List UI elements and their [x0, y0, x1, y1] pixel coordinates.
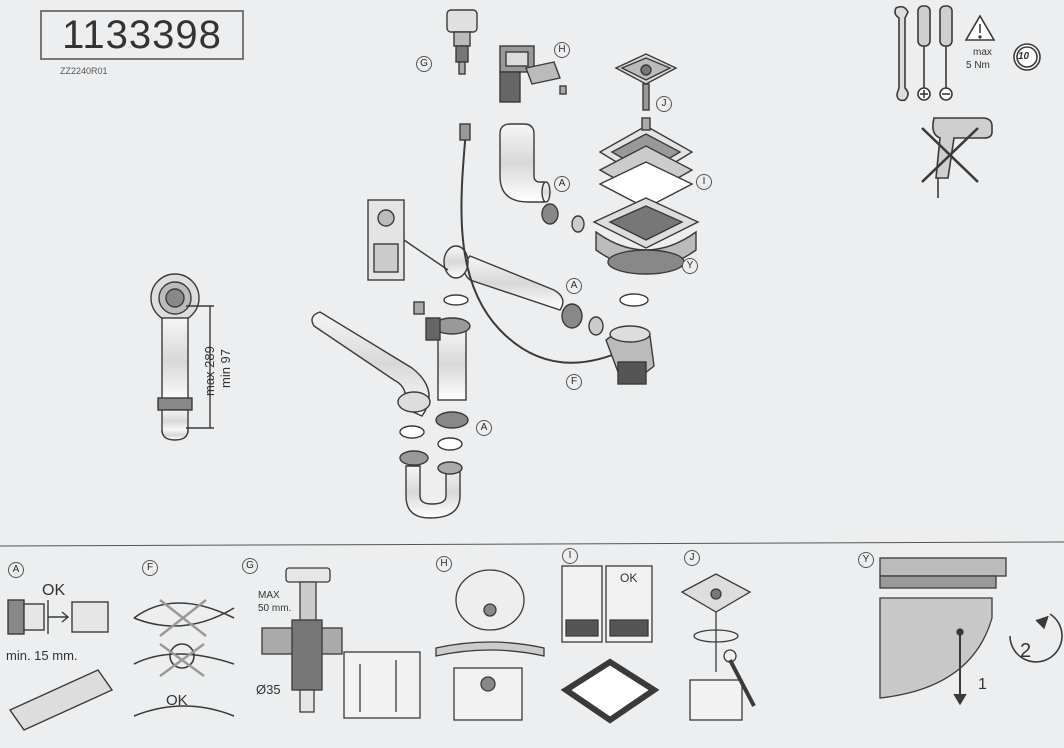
strainer-plates-part-i: [598, 117, 694, 209]
torque-label-value: 5 Nm: [966, 60, 990, 71]
detail-g-diameter: Ø35: [256, 682, 281, 697]
detail-y-drawing: [879, 557, 1063, 706]
section-divider: [0, 541, 1064, 547]
part-number: 1133398: [40, 10, 244, 60]
angled-waste-pipe: [311, 311, 431, 466]
detail-j-drawing: [680, 573, 756, 721]
detail-callout-a: A: [8, 562, 24, 578]
telescopic-pipe-drawing: [150, 273, 214, 441]
detail-callout-j: J: [684, 550, 700, 566]
callout-a-top: A: [554, 176, 570, 192]
overflow-hose: [460, 129, 621, 364]
callout-j: J: [656, 96, 672, 112]
detail-g-drawing: [261, 567, 421, 719]
wrench-icon: [894, 5, 909, 102]
detail-callout-f: F: [142, 560, 158, 576]
detail-a-min-length: min. 15 mm.: [6, 648, 78, 663]
document-code: ZZ2240R01: [60, 66, 108, 76]
sink-basket-part-y: [592, 197, 700, 307]
warning-triangle-icon: [964, 14, 996, 41]
detail-a-drawing: [7, 599, 114, 731]
exploded-assembly: [311, 9, 700, 519]
detail-y-step-2: 2: [1020, 640, 1032, 662]
detail-callout-y: Y: [858, 552, 874, 568]
callout-y: Y: [682, 258, 698, 274]
callout-i: I: [696, 174, 712, 190]
detail-i-ok: OK: [620, 571, 638, 585]
cover-plate-part-j: [614, 53, 678, 111]
dimension-min: min 97: [218, 348, 233, 388]
callout-h: H: [554, 42, 570, 58]
torque-label-max: max: [973, 47, 992, 58]
detail-callout-i: I: [562, 548, 578, 564]
detail-h-drawing: [435, 569, 545, 721]
dimension-max: max 289: [202, 346, 217, 396]
detail-f-drawing: [133, 599, 235, 717]
hose-connector-part-f: [605, 325, 655, 385]
nuts-part-a: [435, 411, 469, 451]
overflow-elbow: [499, 123, 551, 203]
torque-badge-label: 10: [1018, 51, 1030, 62]
u-trap: [405, 461, 463, 519]
detail-callout-g: G: [242, 558, 258, 574]
detail-g-max-label: MAX: [258, 590, 280, 601]
torque-badge-icon: [1013, 43, 1041, 71]
screwdriver-minus-icon: [939, 5, 953, 101]
callout-g: G: [416, 56, 432, 72]
detail-f-ok: OK: [166, 692, 188, 709]
vertical-tee-pipe: [413, 301, 471, 401]
overflow-cover-part-h: [499, 45, 567, 103]
callout-f: F: [566, 374, 582, 390]
plug-part-g: [446, 9, 478, 75]
detail-i-drawing: [560, 565, 660, 724]
control-panel-box: [367, 199, 449, 281]
screwdriver-plus-icon: [917, 5, 931, 101]
detail-callout-h: H: [436, 556, 452, 572]
no-power-drill-icon: [921, 117, 993, 198]
waste-pipe-horizontal: [443, 203, 604, 336]
callout-a-mid: A: [566, 278, 582, 294]
detail-g-max-value: 50 mm.: [258, 603, 292, 614]
detail-y-step-1: 1: [978, 676, 987, 693]
callout-a-low: A: [476, 420, 492, 436]
detail-a-ok: OK: [42, 582, 66, 599]
tools-group: [894, 5, 1041, 198]
